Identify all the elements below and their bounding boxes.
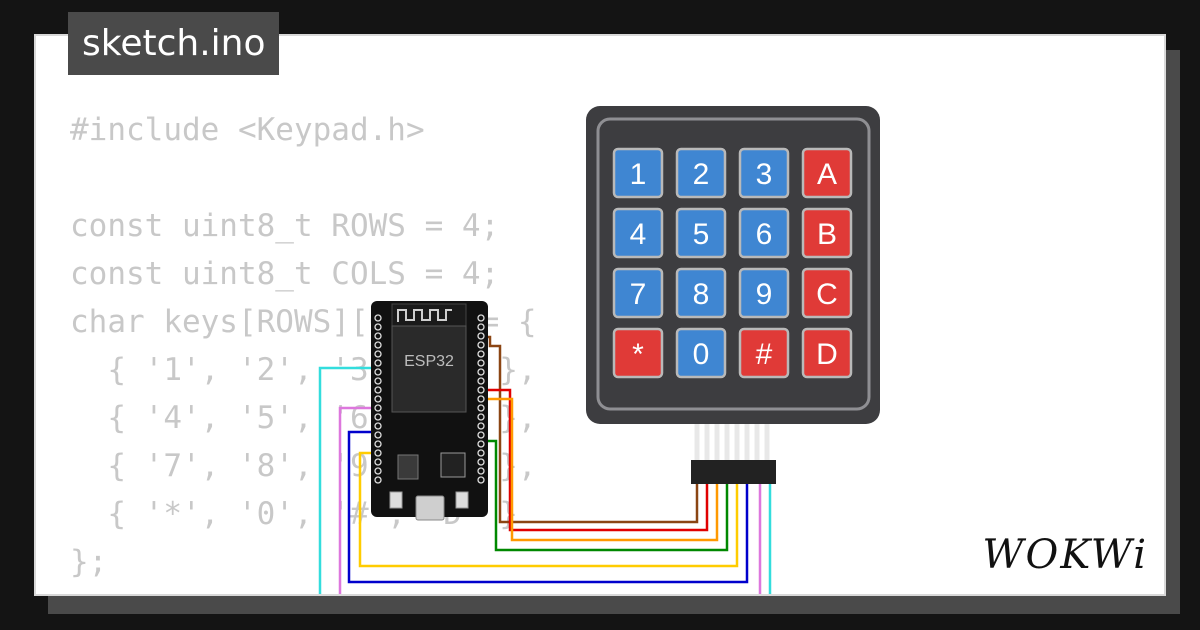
key-3[interactable]: 3 [738,147,790,199]
key-label: 0 [693,338,710,371]
keypad-membrane[interactable]: 1 2 3 A 4 5 6 B 7 8 9 C * 0 # D [586,106,880,484]
code-line-10: }; [70,544,108,580]
key-4[interactable]: 4 [612,207,664,259]
key-9[interactable]: 9 [738,267,790,319]
key-8[interactable]: 8 [675,267,727,319]
wire-5 [358,451,739,568]
key-label: * [632,338,644,371]
wire-1 [481,335,699,524]
key-6[interactable]: 6 [738,207,790,259]
key-label: 3 [756,158,773,191]
key-B[interactable]: B [801,207,853,259]
key-A[interactable]: A [801,147,853,199]
key-label: 7 [630,278,647,311]
pin-headers [374,314,485,484]
esp32-label: ESP32 [404,353,454,370]
key-0[interactable]: 0 [675,327,727,379]
code-line-3: const uint8_t ROWS = 4; [70,208,500,244]
key-D[interactable]: D [801,327,853,379]
key-label: 9 [756,278,773,311]
esp32-board[interactable]: ESP32 [371,301,488,521]
wire-8 [318,366,772,594]
key-C[interactable]: C [801,267,853,319]
key-label: 2 [693,158,710,191]
wire-4 [481,439,729,552]
wire-7 [338,406,762,594]
reset-button[interactable] [455,491,469,509]
usb-port [415,495,445,521]
key-label: C [816,278,838,311]
usb-chip [440,452,466,478]
key-1[interactable]: 1 [612,147,664,199]
key-label: # [756,338,773,371]
key-label: B [817,218,837,251]
key-#[interactable]: # [738,327,790,379]
key-2[interactable]: 2 [675,147,727,199]
key-label: D [816,338,838,371]
key-label: 1 [630,158,647,191]
wire-2 [481,388,709,532]
wire-6 [347,430,749,584]
key-label: 6 [756,218,773,251]
wire-group [318,335,772,594]
wokwi-logo: WOKWi [982,532,1148,578]
esp32-module [391,325,467,413]
wire-3 [481,397,719,542]
file-tab[interactable]: sketch.ino [68,12,280,75]
regulator [397,454,419,480]
key-label: 4 [630,218,647,251]
key-label: 8 [693,278,710,311]
key-label: 5 [693,218,710,251]
antenna-icon [397,309,452,322]
key-7[interactable]: 7 [612,267,664,319]
key-5[interactable]: 5 [675,207,727,259]
code-line-1: #include <Keypad.h> [70,112,425,148]
key-*[interactable]: * [612,327,664,379]
key-label: A [817,158,837,191]
boot-button[interactable] [389,491,403,509]
code-line-4: const uint8_t COLS = 4; [70,256,500,292]
